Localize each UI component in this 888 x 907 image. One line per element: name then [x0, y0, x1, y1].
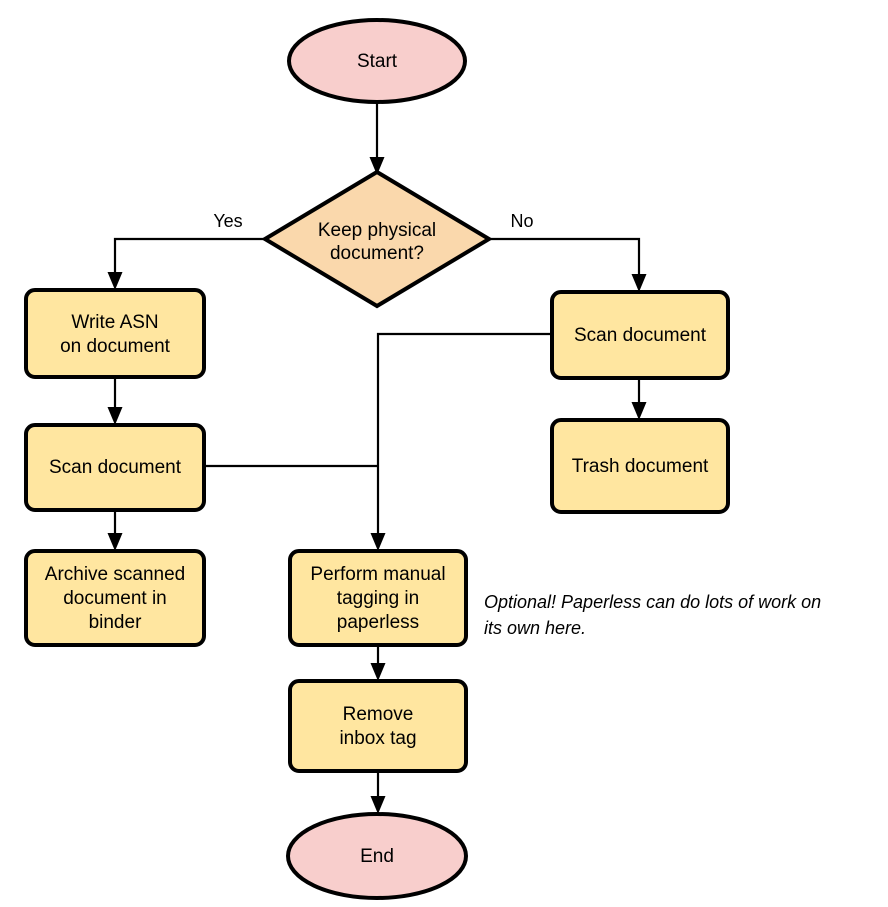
annotation-optional-note-line1: Optional! Paperless can do lots of work … — [484, 592, 821, 612]
edge-scan-left-to-archive — [107, 510, 123, 551]
node-end[interactable]: End — [286, 812, 468, 900]
node-manual-tagging-label-line1: Perform manual — [310, 564, 445, 585]
node-start-label: Start — [357, 51, 398, 72]
edge-manual-tagging-to-remove-inbox — [370, 645, 386, 681]
annotation-optional-note: Optional! Paperless can do lots of work … — [484, 592, 821, 638]
edge-decision-no-to-scan-right — [489, 237, 647, 292]
node-keep-physical-label-line2: document? — [330, 243, 424, 264]
node-manual-tagging[interactable]: Perform manual tagging in paperless — [288, 549, 468, 647]
node-scan-document-right-label: Scan document — [574, 325, 707, 346]
edge-scan-right-to-manual-tagging — [370, 332, 552, 551]
node-end-label: End — [360, 846, 394, 867]
node-start[interactable]: Start — [287, 18, 467, 104]
node-manual-tagging-label-line2: tagging in — [337, 588, 419, 609]
edge-remove-inbox-to-end — [370, 771, 386, 814]
node-manual-tagging-label-line3: paperless — [337, 612, 419, 633]
node-archive-binder[interactable]: Archive scanned document in binder — [24, 549, 206, 647]
node-remove-inbox-tag[interactable]: Remove inbox tag — [288, 679, 468, 773]
node-scan-document-left[interactable]: Scan document — [24, 423, 206, 512]
edge-write-asn-to-scan-left — [107, 377, 123, 425]
node-trash-document-label: Trash document — [572, 456, 709, 477]
node-remove-inbox-tag-label-line2: inbox tag — [339, 728, 416, 749]
node-write-asn-label-line1: Write ASN — [71, 312, 158, 333]
node-keep-physical-decision[interactable]: Keep physical document? — [261, 169, 493, 309]
node-archive-binder-label-line3: binder — [89, 612, 142, 633]
node-write-asn-label-line2: on document — [60, 336, 171, 357]
node-remove-inbox-tag-label-line1: Remove — [343, 704, 414, 725]
node-scan-document-left-label: Scan document — [49, 457, 182, 478]
node-archive-binder-label-line1: Archive scanned — [45, 564, 185, 585]
edge-scan-right-to-trash — [631, 378, 647, 420]
node-trash-document[interactable]: Trash document — [550, 418, 730, 514]
edge-label-no: No — [510, 211, 533, 231]
node-keep-physical-label-line1: Keep physical — [318, 220, 436, 241]
edge-start-to-decision — [369, 102, 385, 175]
edge-label-yes: Yes — [213, 211, 242, 231]
node-write-asn[interactable]: Write ASN on document — [24, 288, 206, 379]
node-archive-binder-label-line2: document in — [63, 588, 167, 609]
edge-decision-yes-to-write-asn — [107, 237, 265, 290]
annotation-optional-note-line2: its own here. — [484, 618, 586, 638]
node-scan-document-right[interactable]: Scan document — [550, 290, 730, 380]
